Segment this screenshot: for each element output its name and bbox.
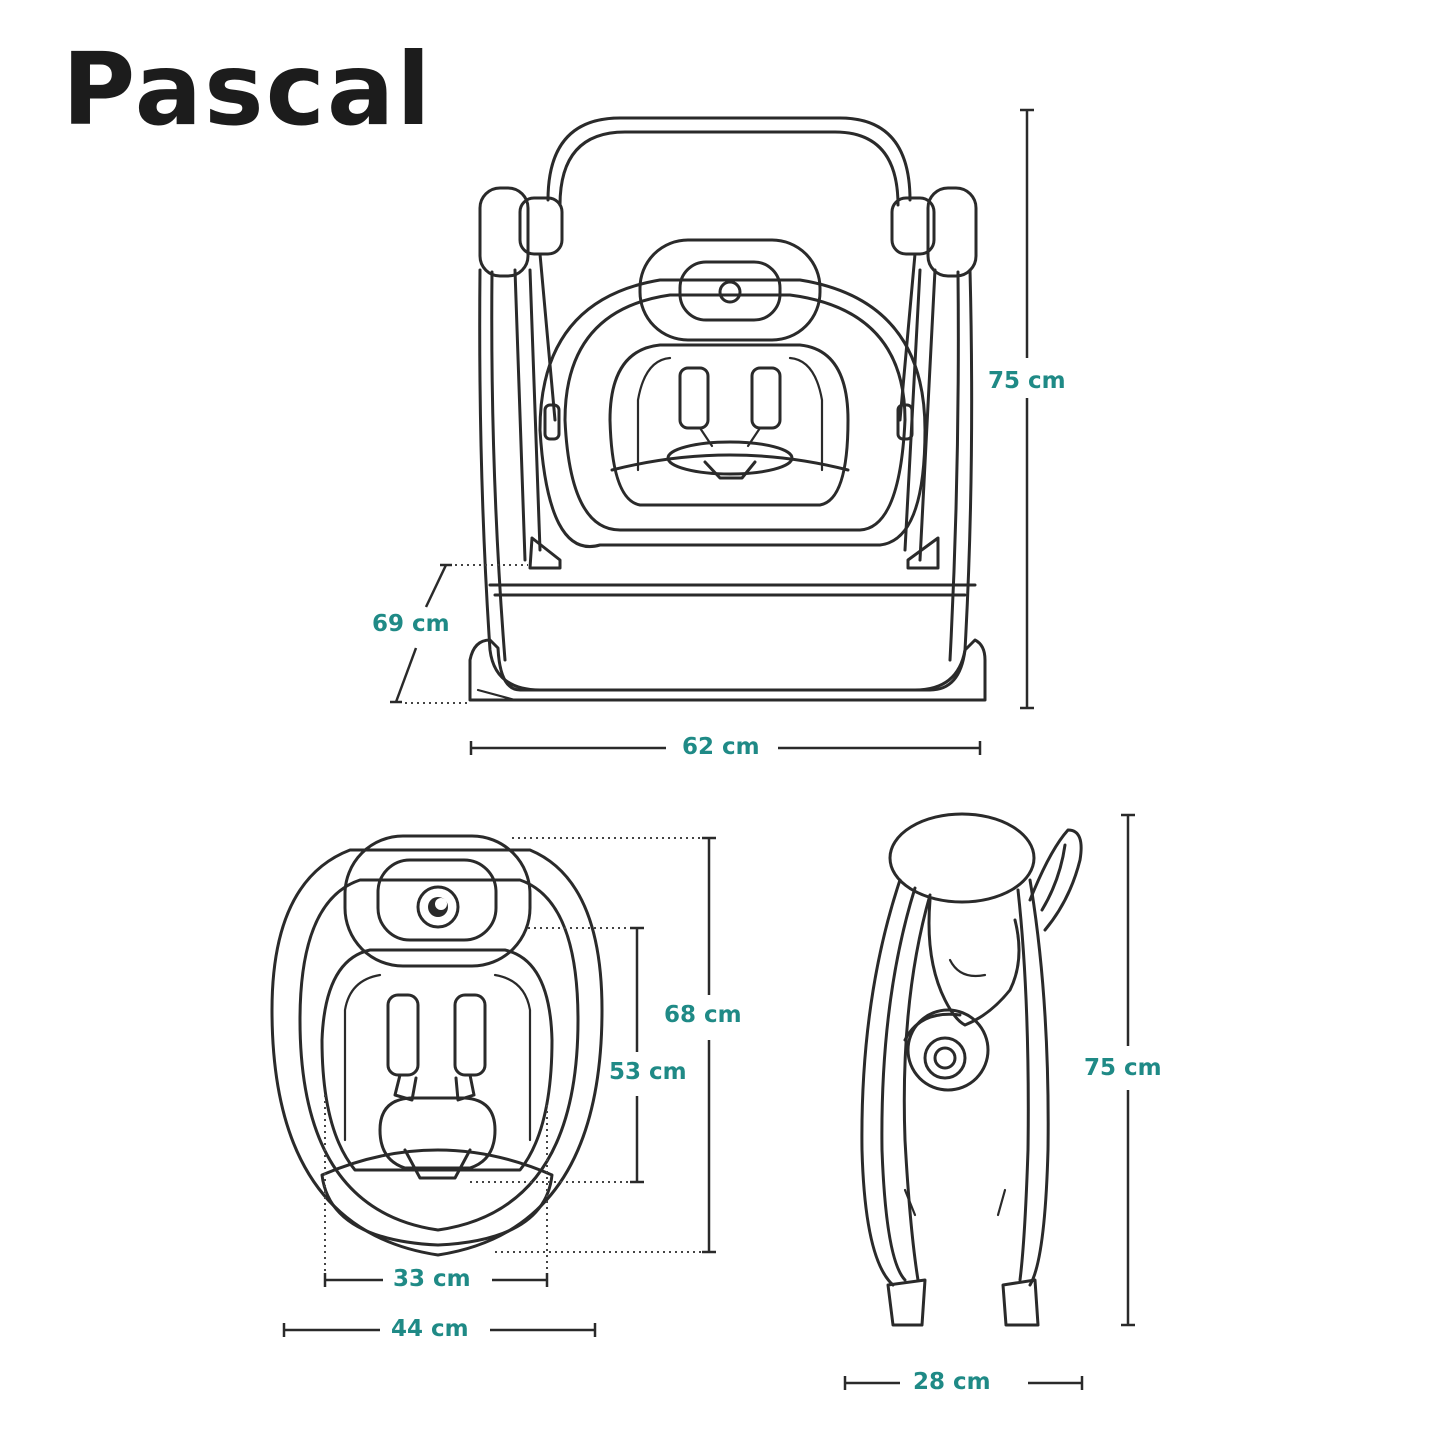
folded-height-dimension [1121, 813, 1135, 1327]
seat-width-label: 44 cm [387, 1318, 473, 1341]
leg-spread-label: 69 cm [368, 613, 454, 636]
front-width-dimension [469, 741, 982, 755]
front-height-label: 75 cm [984, 370, 1070, 393]
folded-depth-label: 28 cm [909, 1371, 995, 1394]
backrest-height-label: 53 cm [605, 1061, 691, 1084]
seat-view-drawing [270, 834, 604, 1257]
seat-inner-width-label: 33 cm [389, 1268, 475, 1291]
front-view-drawing [468, 116, 987, 702]
seat-width-dimension [282, 1323, 597, 1337]
backrest-height-dimension [470, 926, 644, 1184]
seat-height-label: 68 cm [660, 1004, 746, 1027]
front-width-label: 62 cm [678, 736, 764, 759]
leg-spread-dimension [390, 563, 528, 704]
folded-view-drawing [860, 812, 1083, 1327]
seat-inner-width-dimension [323, 1095, 549, 1287]
folded-depth-dimension [843, 1376, 1084, 1390]
front-height-dimension [1020, 108, 1034, 710]
seat-height-dimension [495, 836, 716, 1254]
product-title: Pascal [62, 31, 433, 148]
folded-height-label: 75 cm [1080, 1057, 1166, 1080]
